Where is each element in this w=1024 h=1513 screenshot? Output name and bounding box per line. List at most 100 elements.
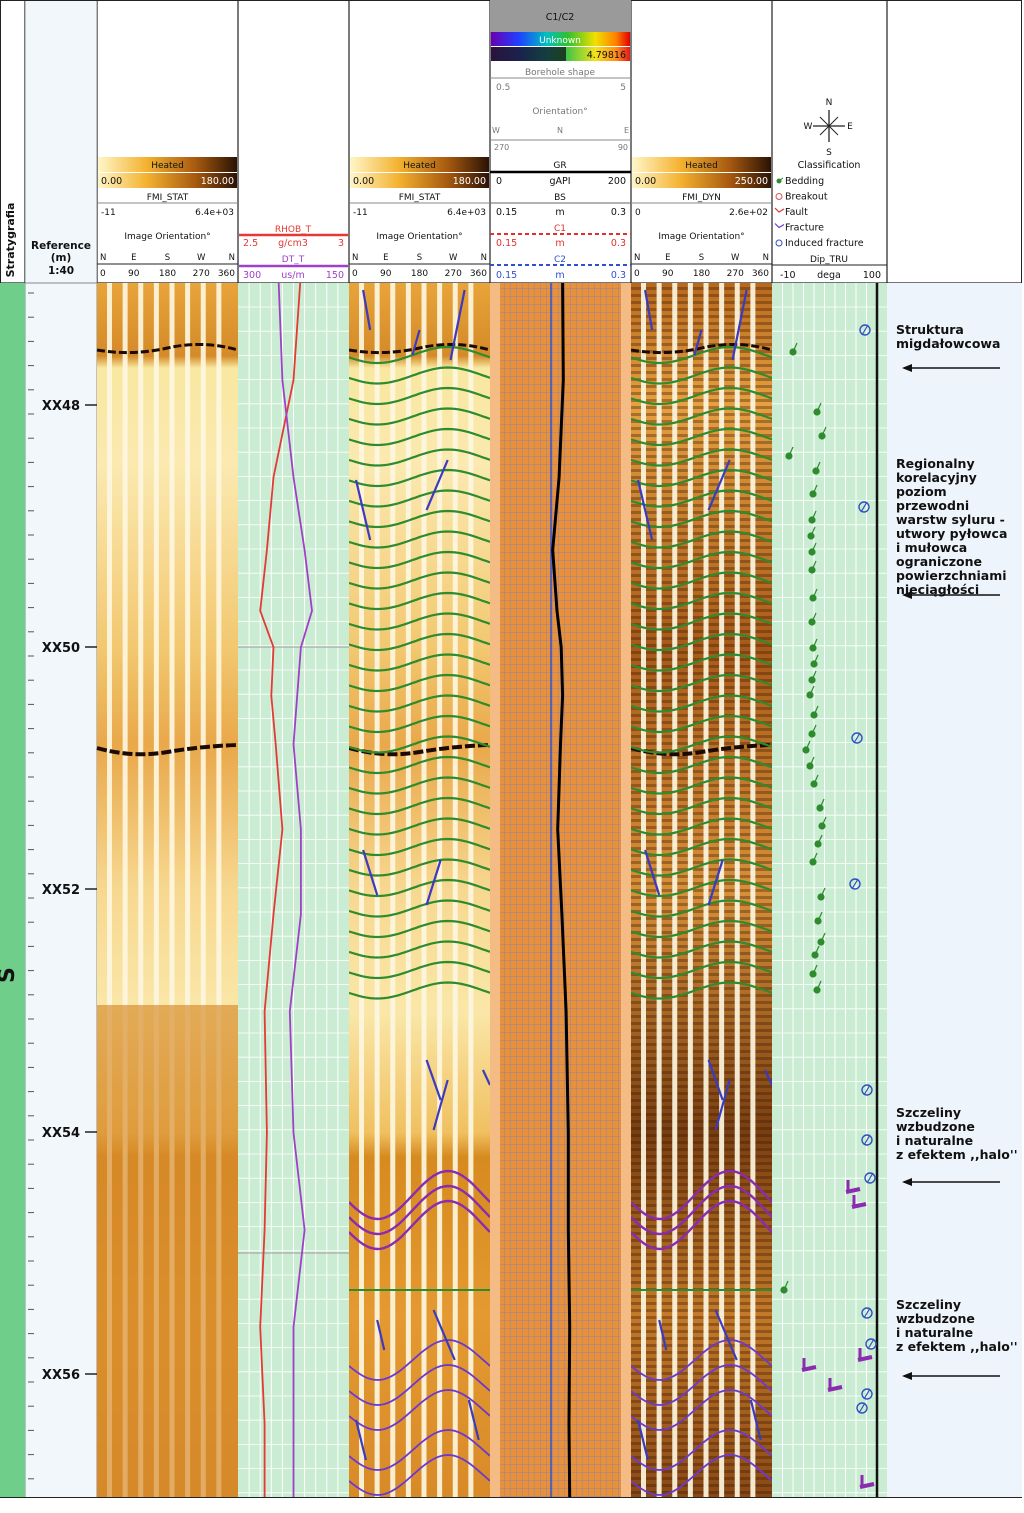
fracture-segment — [354, 479, 372, 541]
bedding-sinusoid — [630, 755, 773, 775]
induced-fracture-point — [849, 878, 861, 890]
bh-dir-e: E — [624, 126, 629, 135]
annotation-line: Struktura — [896, 322, 964, 337]
induced-fracture-tail — [860, 501, 868, 513]
induced-fracture-point — [864, 1172, 876, 1184]
fmi-dyn-dir: E — [665, 253, 670, 263]
fracture-segment — [432, 1079, 449, 1131]
bh-scale-val: 4.79816 — [587, 50, 626, 61]
depth-label: XX50 — [42, 641, 80, 656]
bedding-dip-tail — [821, 426, 827, 437]
fmi-stat-2-pad-gap — [421, 283, 427, 1497]
bedding-sinusoid — [348, 878, 491, 898]
bedding-sinusoid — [348, 919, 491, 939]
fmi-dyn-pad-gap — [641, 283, 646, 1497]
fracture-segment — [425, 459, 449, 511]
fmi-stat-1-pad-gap — [122, 283, 128, 1497]
bedding-sinusoid — [348, 858, 491, 877]
fracture-segment — [693, 329, 703, 356]
annotation-line: utwory pyłowca — [896, 526, 1008, 541]
induced-fracture-sinusoid — [630, 1389, 773, 1431]
reference-scale: 1:40 — [48, 265, 74, 277]
annotation-line: Regionalny — [896, 456, 975, 471]
bedding-dip-tail — [812, 852, 818, 863]
induced-fracture-sinusoid — [348, 1339, 491, 1381]
fracture-segment — [658, 1319, 668, 1351]
depth-label: XX56 — [42, 1368, 80, 1383]
fmi-stat-2-tick: 90 — [380, 269, 392, 279]
bedding-dip-tail — [820, 932, 826, 943]
bh-unknown: Unknown — [539, 36, 581, 46]
fmi-stat-2-palette-name: Heated — [403, 161, 436, 171]
fmi-stat-1-range-min: -11 — [101, 208, 116, 218]
bedding-dip-tail — [817, 834, 823, 845]
fmi-stat-1-dir: E — [131, 253, 136, 263]
annotation-arrow-head — [902, 1178, 912, 1186]
bedding-sinusoid — [348, 612, 491, 631]
annotation-line: wzbudzone — [896, 1119, 975, 1134]
induced-fracture-point — [861, 1388, 873, 1400]
bedding-dip-tail — [805, 740, 811, 751]
bedding-dip-tail — [810, 526, 816, 537]
caliper-edge-left — [490, 283, 500, 1497]
bedding-dip-tail — [817, 911, 823, 922]
fmi-stat-1-dark-band-2 — [96, 743, 239, 757]
fmi-stat-1-lower-zone — [97, 1005, 238, 1497]
fmi-dyn-min: 0.00 — [635, 176, 656, 187]
fmi-dyn-value-bar — [632, 173, 771, 188]
rhob-min: 2.5 — [243, 238, 258, 249]
bedding-sinusoid — [348, 427, 491, 447]
bedding-sinusoid — [630, 468, 773, 488]
bedding-sinusoid — [630, 591, 773, 611]
bedding-sinusoid — [630, 796, 773, 816]
bedding-sinusoid — [348, 448, 491, 467]
bedding-sinusoid — [630, 981, 773, 1000]
fracture-segment — [432, 1309, 456, 1361]
caliper-edge-right — [621, 283, 631, 1497]
bs-min: 0.15 — [496, 207, 517, 218]
induced-fracture-sinusoid — [630, 1339, 773, 1381]
legend-induced-symbol — [775, 239, 783, 247]
fmi-dyn-dark-band-1 — [630, 342, 773, 355]
bedding-sinusoid — [348, 694, 491, 713]
bedding-sinusoid — [348, 776, 491, 795]
bedding-sinusoid — [630, 407, 773, 426]
bedding-dip-tail — [813, 654, 819, 665]
fmi-stat-1-name: FMI_STAT — [147, 193, 189, 203]
bedding-dip-tail — [792, 342, 798, 353]
bedding-dip-tail — [811, 560, 817, 571]
strat-band — [0, 283, 25, 1497]
fmi-stat-2-range-min: -11 — [353, 208, 368, 218]
bedding-sinusoid — [630, 571, 773, 590]
gr-min: 0 — [496, 176, 502, 187]
bedding-sinusoid — [630, 448, 773, 467]
fmi-dyn-dir: S — [699, 253, 704, 263]
fmi-dyn-dir: N — [634, 253, 640, 263]
bs-max: 0.3 — [611, 207, 626, 218]
fmi-stat-1-range-max: 6.4e+03 — [195, 208, 234, 218]
induced-fracture-tail — [863, 1307, 871, 1319]
induced-fracture-point — [858, 501, 870, 513]
fmi-stat-2-pad-gap — [452, 283, 458, 1497]
fracture-segment — [707, 859, 724, 906]
dip-max: 100 — [863, 270, 881, 281]
reference-unit: (m) — [51, 252, 72, 264]
induced-fracture-sinusoid — [348, 1364, 491, 1406]
fmi-dyn-tick: 180 — [693, 269, 710, 279]
bedding-sinusoid — [630, 694, 773, 713]
fmi-stat-1-value-bar — [98, 173, 237, 188]
compass-s: S — [826, 148, 832, 158]
fmi-dyn-range-min: 0 — [635, 208, 641, 218]
bedding-sinusoid — [630, 427, 773, 447]
bedding-sinusoid — [630, 345, 773, 365]
bedding-sinusoid — [348, 530, 491, 549]
bedding-sinusoid — [630, 386, 773, 406]
bedding-sinusoid — [630, 858, 773, 877]
bedding-sinusoid — [630, 837, 773, 857]
bedding-sinusoid — [630, 612, 773, 631]
bedding-sinusoid — [348, 817, 491, 836]
